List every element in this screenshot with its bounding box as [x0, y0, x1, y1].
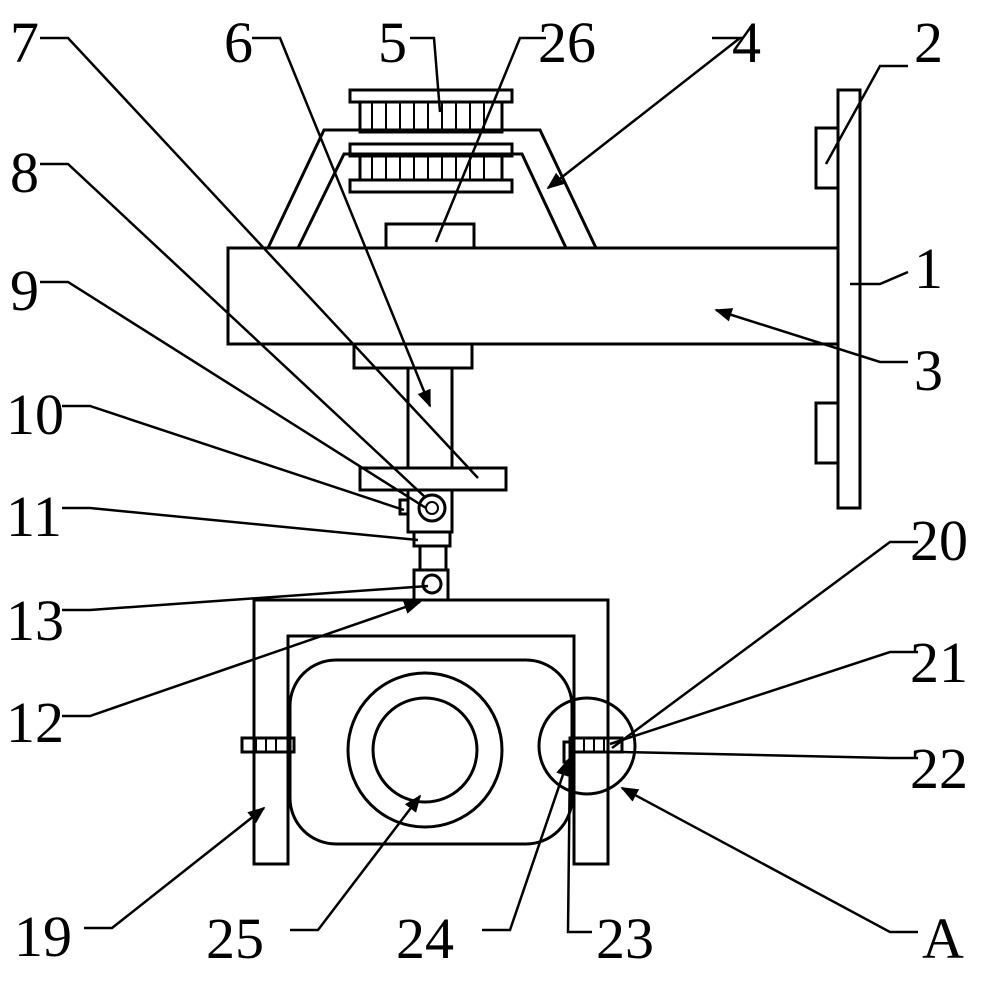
part-5-gears — [348, 88, 514, 194]
part-20-23-clamp — [240, 736, 624, 764]
part-2-mounting-bolts — [814, 126, 840, 465]
label-9: 9 — [10, 258, 39, 323]
label-2: 2 — [914, 10, 943, 75]
label-20: 20 — [910, 508, 968, 573]
label-26: 26 — [538, 10, 596, 75]
label-5: 5 — [378, 10, 407, 75]
label-21: 21 — [910, 630, 968, 695]
label-19: 19 — [14, 904, 72, 969]
part-labels: 7 6 5 26 4 2 8 1 9 3 10 11 20 13 21 12 2… — [6, 10, 968, 971]
label-7: 7 — [10, 10, 39, 75]
part-3-horizontal-arm — [226, 246, 840, 346]
part-12-13-lower-joint — [412, 568, 450, 602]
label-23: 23 — [596, 906, 654, 971]
part-19-u-frame — [252, 598, 610, 866]
label-a: A — [922, 906, 964, 971]
label-3: 3 — [914, 338, 943, 403]
part-8-11-joint — [398, 488, 454, 572]
detail-circle-a — [537, 696, 637, 796]
part-26-motor — [384, 222, 476, 250]
label-12: 12 — [6, 690, 64, 755]
label-8: 8 — [10, 140, 39, 205]
part-1-mounting-plate — [836, 88, 862, 510]
leader-lines — [40, 36, 918, 934]
part-25-lens — [346, 671, 504, 829]
label-11: 11 — [6, 484, 62, 549]
label-22: 22 — [910, 736, 968, 801]
part-24-camera-housing — [288, 658, 574, 846]
label-1: 1 — [914, 236, 943, 301]
label-24: 24 — [396, 906, 454, 971]
label-25: 25 — [206, 906, 264, 971]
label-13: 13 — [6, 588, 64, 653]
label-10: 10 — [6, 382, 64, 447]
part-4-bracket-frame — [266, 128, 598, 249]
label-6: 6 — [224, 10, 253, 75]
label-4: 4 — [732, 10, 761, 75]
